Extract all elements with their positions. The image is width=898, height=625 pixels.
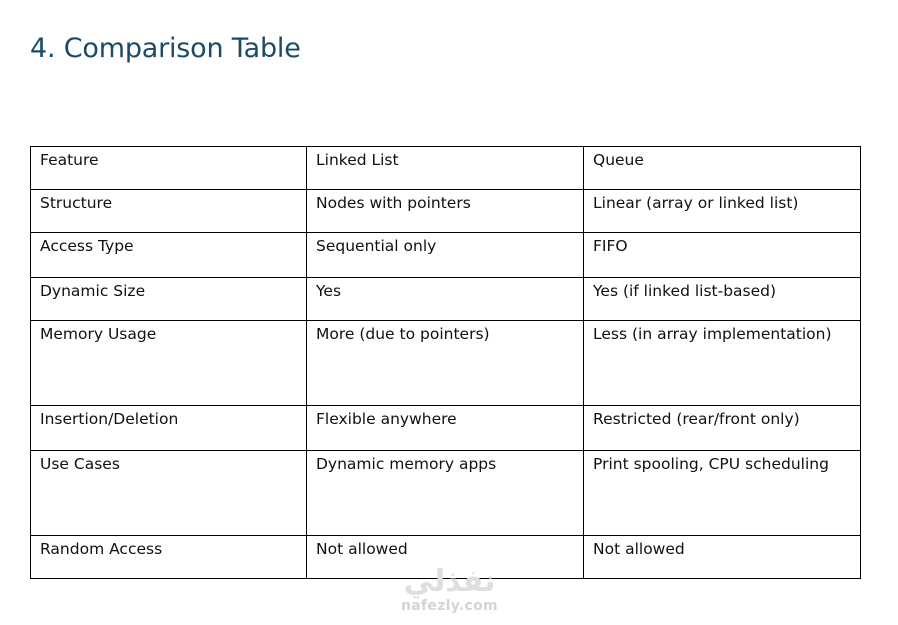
queue-cell: Linear (array or linked list): [583, 189, 861, 233]
linked-list-cell: Dynamic memory apps: [306, 450, 584, 536]
feature-cell: Dynamic Size: [30, 277, 307, 321]
feature-cell: Random Access: [30, 535, 307, 579]
feature-cell: Access Type: [30, 232, 307, 278]
watermark-url: nafezly.com: [401, 598, 498, 614]
table-row: Access Type Sequential only FIFO: [30, 232, 861, 278]
linked-list-cell: Flexible anywhere: [306, 405, 584, 451]
queue-cell: Less (in array implementation): [583, 320, 861, 406]
header-cell-feature: Feature: [30, 146, 307, 190]
queue-cell: Yes (if linked list-based): [583, 277, 861, 321]
header-cell-linked-list: Linked List: [306, 146, 584, 190]
linked-list-cell: Nodes with pointers: [306, 189, 584, 233]
table-row: Insertion/Deletion Flexible anywhere Res…: [30, 405, 861, 451]
queue-cell: Restricted (rear/front only): [583, 405, 861, 451]
queue-cell: FIFO: [583, 232, 861, 278]
feature-cell: Insertion/Deletion: [30, 405, 307, 451]
feature-cell: Use Cases: [30, 450, 307, 536]
linked-list-cell: Yes: [306, 277, 584, 321]
feature-cell: Structure: [30, 189, 307, 233]
table-row: Random Access Not allowed Not allowed: [30, 535, 861, 579]
table-row: Memory Usage More (due to pointers) Less…: [30, 320, 861, 406]
table-row: Structure Nodes with pointers Linear (ar…: [30, 189, 861, 233]
table-row: Use Cases Dynamic memory apps Print spoo…: [30, 450, 861, 536]
section-heading: 4. Comparison Table: [30, 33, 301, 64]
queue-cell: Not allowed: [583, 535, 861, 579]
queue-cell: Print spooling, CPU scheduling: [583, 450, 861, 536]
feature-cell: Memory Usage: [30, 320, 307, 406]
linked-list-cell: Not allowed: [306, 535, 584, 579]
linked-list-cell: More (due to pointers): [306, 320, 584, 406]
linked-list-cell: Sequential only: [306, 232, 584, 278]
table-row: Dynamic Size Yes Yes (if linked list-bas…: [30, 277, 861, 321]
header-cell-queue: Queue: [583, 146, 861, 190]
table-header-row: Feature Linked List Queue: [30, 146, 861, 190]
comparison-table: Feature Linked List Queue Structure Node…: [30, 146, 861, 579]
